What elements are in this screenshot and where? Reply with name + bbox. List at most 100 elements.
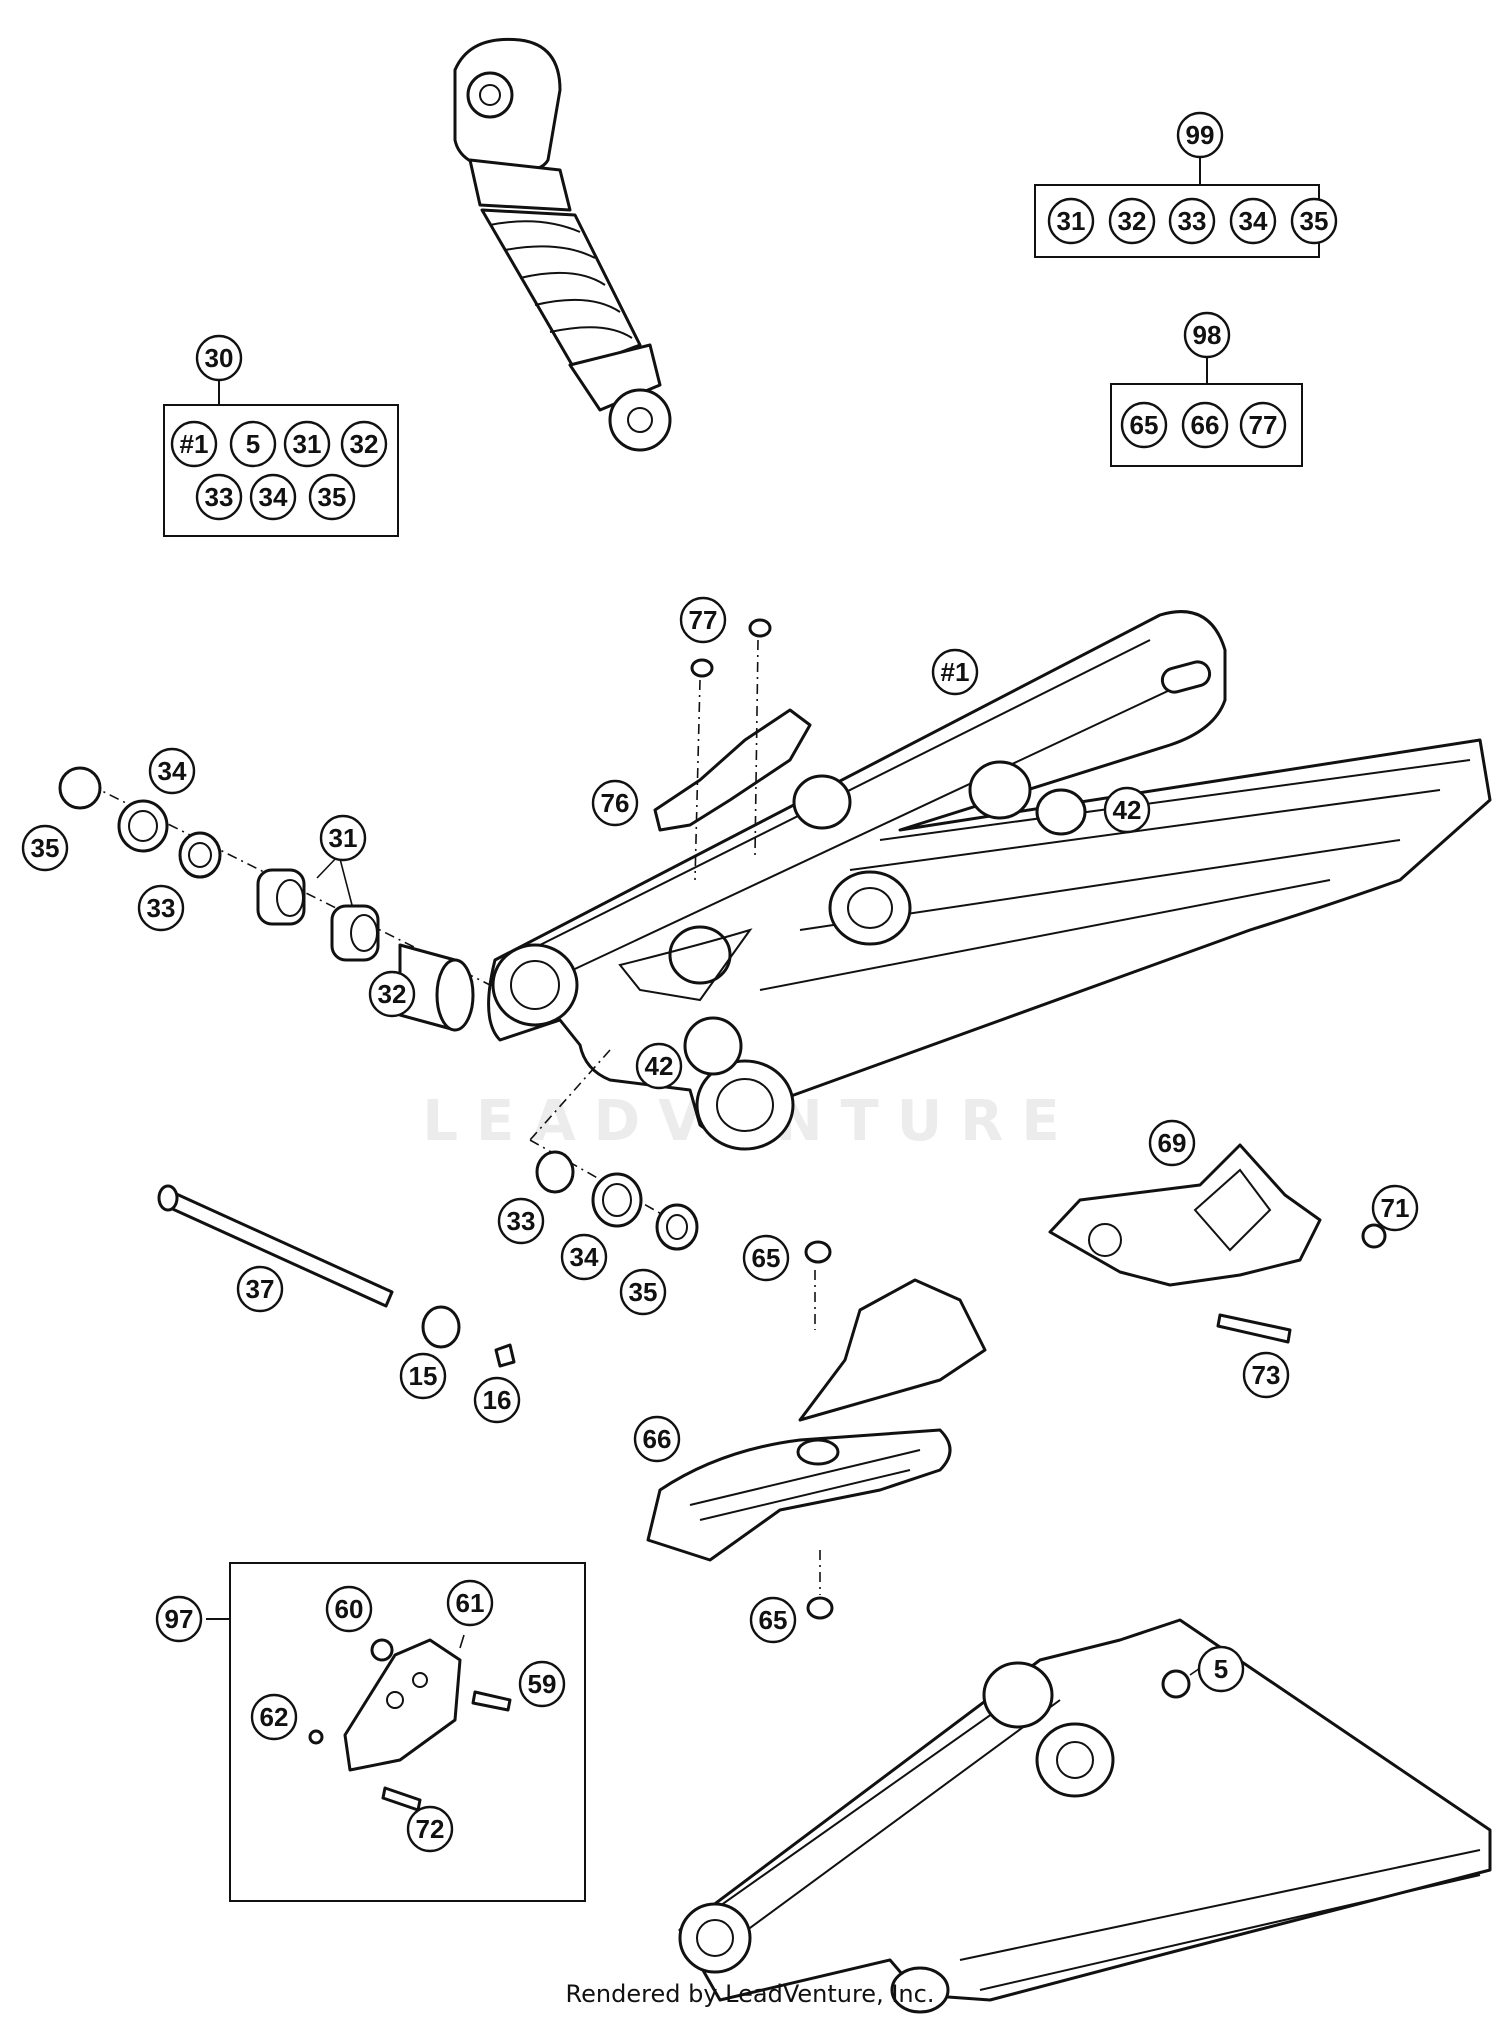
- swingarm-installed-view: [678, 1618, 1492, 2014]
- k99-item-3-label: 34: [1239, 206, 1268, 236]
- callouts-layer: 99 98 30 97 77 #1 76 42 42 34 35 33 31 32 33 34 35 37 15 16…: [21, 111, 1419, 1853]
- k99-item-2: 33: [1168, 197, 1216, 245]
- k98-item-0: 65: [1120, 401, 1168, 449]
- pivot-bearing-stack-left: [58, 766, 491, 1032]
- k30-item-5-label: 34: [259, 482, 288, 512]
- callout-35a: 35: [21, 824, 69, 872]
- callout-5-label: 5: [1214, 1654, 1228, 1684]
- callout-37: 37: [236, 1265, 284, 1313]
- kit-97-group: [206, 1562, 586, 1902]
- kit-98-group: [1110, 357, 1303, 467]
- callout-15: 15: [399, 1352, 447, 1400]
- bearing-42-upper: [1035, 788, 1087, 836]
- callout-98: 98: [1183, 311, 1231, 359]
- k30-item-1: 5: [229, 420, 277, 468]
- callout-32-label: 32: [378, 979, 407, 1009]
- callout-77-label: 77: [689, 605, 718, 635]
- callout-35b: 35: [619, 1268, 667, 1316]
- k30-item-4: 33: [195, 473, 243, 521]
- callout-65b: 65: [749, 1596, 797, 1644]
- k30-item-1-label: 5: [246, 429, 260, 459]
- callout-61: 61: [446, 1579, 494, 1627]
- callout-66: 66: [633, 1415, 681, 1463]
- callout-42a: 42: [1103, 786, 1151, 834]
- k30-item-2: 31: [283, 420, 331, 468]
- callout-73: 73: [1242, 1351, 1290, 1399]
- k99-item-2-label: 33: [1178, 206, 1207, 236]
- callout-62: 62: [250, 1693, 298, 1741]
- callout-97: 97: [155, 1595, 203, 1643]
- k30-item-0: #1: [170, 420, 218, 468]
- callout-30-label: 30: [205, 343, 234, 373]
- pivot-bearing-stack-right: [529, 1049, 699, 1251]
- k30-item-3-label: 32: [350, 429, 379, 459]
- callout-97-label: 97: [165, 1604, 194, 1634]
- callout-34a-label: 34: [158, 756, 187, 786]
- callout-30: 30: [195, 334, 243, 382]
- callout-69-label: 69: [1158, 1128, 1187, 1158]
- callout-16: 16: [473, 1376, 521, 1424]
- k99-item-0-label: 31: [1057, 206, 1086, 236]
- callout-99: 99: [1176, 111, 1224, 159]
- callout-42b-label: 42: [645, 1051, 674, 1081]
- footer-credit: Rendered by LeadVenture, Inc.: [566, 1980, 935, 2008]
- callout-65a-label: 65: [752, 1243, 781, 1273]
- callout-33a-label: 33: [147, 893, 176, 923]
- callout-5: 5: [1197, 1645, 1245, 1693]
- callout-35a-label: 35: [31, 833, 60, 863]
- swingarm-main-drawing: [487, 610, 1492, 1151]
- callout-71-label: 71: [1381, 1193, 1410, 1223]
- kit-30-box: [163, 404, 399, 537]
- callout-77: 77: [679, 596, 727, 644]
- callout-76: 76: [591, 779, 639, 827]
- callout-65a: 65: [742, 1234, 790, 1282]
- k30-item-6-label: 35: [318, 482, 347, 512]
- callout-59-label: 59: [528, 1669, 557, 1699]
- callout-34b-label: 34: [570, 1242, 599, 1272]
- k30-item-3: 32: [340, 420, 388, 468]
- k30-item-6: 35: [308, 473, 356, 521]
- k99-item-4-label: 35: [1300, 206, 1329, 236]
- chain-guide-kit-97-drawing: [308, 1638, 512, 1812]
- callout-33b: 33: [497, 1197, 545, 1245]
- callout-98-label: 98: [1193, 320, 1222, 350]
- k99-item-1: 32: [1108, 197, 1156, 245]
- callout-61-label: 61: [456, 1588, 485, 1618]
- callout-16-label: 16: [483, 1385, 512, 1415]
- k98-item-1: 66: [1181, 401, 1229, 449]
- callout-33a: 33: [137, 884, 185, 932]
- callout-66-label: 66: [643, 1424, 672, 1454]
- callout-62-label: 62: [260, 1702, 289, 1732]
- shock-absorber-drawing: [453, 37, 672, 452]
- callout-35b-label: 35: [629, 1277, 658, 1307]
- callout-33b-label: 33: [507, 1206, 536, 1236]
- k99-item-4: 35: [1290, 197, 1338, 245]
- k30-item-5: 34: [249, 473, 297, 521]
- callout-76-label: 76: [601, 788, 630, 818]
- callout-60: 60: [325, 1585, 373, 1633]
- k98-item-0-label: 65: [1130, 410, 1159, 440]
- kit-97-box: [229, 1562, 586, 1902]
- bearing-42-lower: [683, 1016, 743, 1076]
- callout-1: #1: [931, 648, 979, 696]
- callout-42b: 42: [635, 1042, 683, 1090]
- callout-99-label: 99: [1186, 120, 1215, 150]
- chain-guide-76-drawing: [653, 708, 812, 832]
- chain-guide-69-drawing: [1048, 1143, 1387, 1344]
- callout-34a: 34: [148, 747, 196, 795]
- k99-item-3: 34: [1229, 197, 1277, 245]
- callout-15-label: 15: [409, 1361, 438, 1391]
- k30-item-4-label: 33: [205, 482, 234, 512]
- callout-1-label: #1: [941, 657, 970, 687]
- callout-59: 59: [518, 1660, 566, 1708]
- k99-item-1-label: 32: [1118, 206, 1147, 236]
- callout-73-label: 73: [1252, 1360, 1281, 1390]
- callout-69: 69: [1148, 1119, 1196, 1167]
- callout-65b-label: 65: [759, 1605, 788, 1635]
- k99-item-0: 31: [1047, 197, 1095, 245]
- callout-34b: 34: [560, 1233, 608, 1281]
- k98-item-2: 77: [1239, 401, 1287, 449]
- callout-42a-label: 42: [1113, 795, 1142, 825]
- callout-60-label: 60: [335, 1594, 364, 1624]
